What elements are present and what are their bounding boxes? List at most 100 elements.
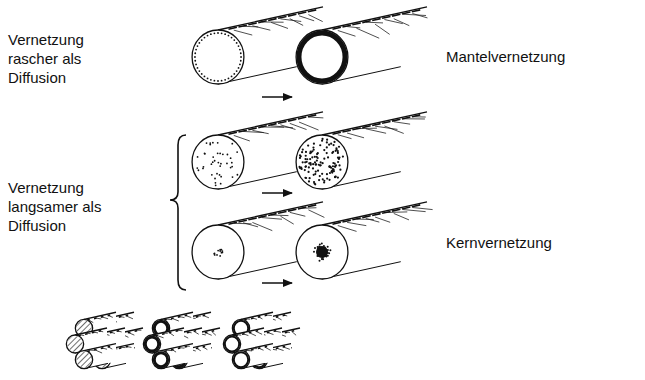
dot — [301, 151, 303, 153]
shading — [108, 315, 113, 317]
dot — [335, 176, 337, 178]
fibre-edge — [84, 344, 116, 351]
shading — [276, 347, 279, 349]
shading — [382, 211, 390, 213]
fibre-edge — [75, 328, 107, 335]
shading — [342, 130, 350, 132]
shading — [403, 210, 426, 212]
condition-label: Vernetzung rascher als Diffusion — [8, 30, 118, 87]
shading — [92, 331, 95, 333]
dot — [231, 143, 233, 145]
shading — [259, 317, 263, 319]
dot — [216, 254, 218, 256]
dot — [207, 77, 209, 79]
fibre-face — [152, 351, 169, 369]
dot — [326, 177, 328, 179]
shading — [262, 218, 282, 220]
dot — [219, 249, 221, 251]
dot — [211, 174, 213, 176]
dot — [224, 33, 226, 35]
dot — [319, 260, 321, 262]
dot — [321, 173, 323, 175]
shading — [256, 331, 262, 334]
dot — [300, 166, 302, 168]
shading — [93, 331, 98, 333]
shading — [229, 222, 237, 224]
shading — [392, 209, 400, 211]
dot — [339, 169, 341, 171]
shading — [362, 126, 370, 128]
shading — [111, 332, 115, 333]
fibre-body — [322, 112, 427, 189]
shading — [394, 19, 410, 26]
shading — [259, 348, 264, 350]
shading — [292, 330, 295, 332]
dot — [324, 255, 326, 257]
dot — [319, 144, 321, 146]
dot — [332, 168, 334, 170]
shading — [372, 19, 380, 21]
shading — [102, 317, 108, 319]
dot — [307, 144, 309, 146]
dot — [228, 35, 230, 37]
shading — [366, 129, 386, 133]
dot — [197, 45, 199, 47]
shading — [196, 347, 199, 349]
dot — [217, 32, 219, 34]
shading — [203, 346, 206, 348]
dot — [326, 141, 328, 143]
shading — [117, 331, 122, 332]
dot — [302, 148, 304, 150]
dot — [221, 252, 223, 254]
shading — [135, 330, 141, 331]
fibre-face — [143, 335, 160, 353]
fibre-edge — [322, 112, 427, 135]
dot — [209, 142, 211, 144]
dot — [231, 162, 233, 164]
shading — [283, 314, 286, 316]
dot — [201, 73, 203, 75]
dot — [202, 167, 204, 169]
dot — [236, 70, 238, 72]
dark-shell — [225, 337, 239, 352]
dot — [338, 164, 340, 166]
arrow — [262, 282, 292, 284]
dot — [334, 165, 336, 167]
shading — [298, 207, 306, 209]
shading — [277, 317, 282, 320]
bracket — [170, 135, 186, 290]
dot — [222, 153, 224, 155]
dot — [305, 151, 307, 153]
shading — [128, 331, 131, 333]
dot — [326, 173, 328, 175]
shading — [382, 121, 390, 123]
dot — [313, 143, 315, 145]
dot — [233, 73, 235, 75]
dot — [312, 146, 314, 148]
shading — [268, 19, 276, 21]
dot — [319, 244, 321, 246]
shading — [280, 125, 295, 130]
shading — [171, 317, 174, 319]
shading — [238, 130, 246, 132]
shading — [176, 330, 179, 332]
shading — [278, 121, 286, 123]
shading — [412, 205, 420, 207]
shading — [308, 210, 324, 218]
dot — [304, 166, 306, 168]
shading — [197, 348, 201, 350]
dot — [238, 45, 240, 47]
dot — [323, 149, 325, 151]
dot — [334, 176, 336, 178]
shading — [108, 314, 111, 316]
shading — [248, 23, 256, 25]
dot — [204, 153, 206, 155]
dot — [308, 166, 310, 168]
shading — [288, 14, 296, 16]
fibre-edge — [241, 312, 273, 319]
shading — [203, 347, 207, 350]
shading — [298, 12, 306, 14]
dot — [337, 152, 339, 154]
dot — [210, 33, 212, 35]
shading — [394, 122, 410, 124]
